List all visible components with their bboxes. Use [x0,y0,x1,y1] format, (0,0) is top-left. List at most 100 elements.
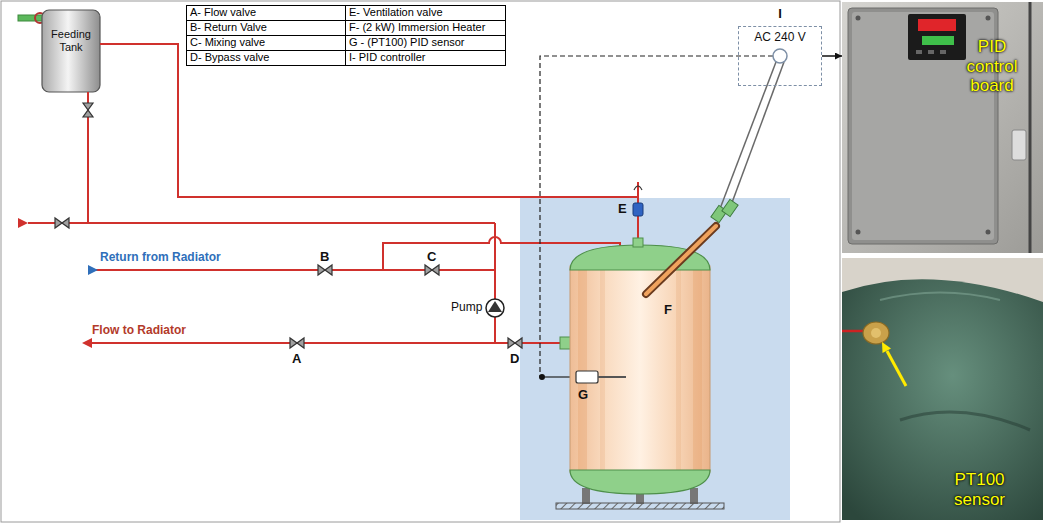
callout-letter: D [510,351,519,367]
legend-table-grid [187,50,506,51]
sensor-photo-art [863,322,889,344]
feeding-tank-drawing [18,10,100,92]
sensor-photo-art [842,279,1043,520]
table-cell: G - (PT100) PID sensor [349,36,465,50]
legend-table-grid [187,20,506,21]
panel-frame [1,1,840,522]
pt100-sensor-symbol [576,371,598,383]
vent-valve [633,203,643,216]
sensor-photo-art [887,351,906,386]
pid-board-photo-art [842,2,1043,253]
pid-board-photo-art [856,16,861,21]
pid-controller-box: IAC 240 V [738,26,822,86]
hot-water-cylinder [578,266,587,472]
callout-letter: I [739,7,821,22]
cylinder-zone [520,198,790,520]
hot-water-cylinder [676,266,681,472]
photo-caption: PT100 sensor [937,470,1022,509]
pid-board-photo-art [916,50,922,54]
vent-valve [634,186,642,190]
feeding-tank-drawing [18,15,44,21]
pid-board-photo-art [986,230,991,235]
sensor-photo-art [882,342,891,353]
photo-caption: PID control board [952,37,1032,96]
pid-board-photo-art [940,50,946,54]
pid-board-photo-art [986,16,991,21]
hot-water-cylinder [556,238,724,509]
legend-table-grid [187,6,506,66]
table-cell: D- Bypass valve [190,51,269,65]
sensor-photo: PT100 sensor [842,258,1043,520]
feeding-tank-drawing [42,10,100,92]
supply-voltage: AC 240 V [739,31,821,45]
pump-symbol [486,299,504,317]
hot-water-cylinder [570,470,710,494]
table-cell: B- Return Valve [190,21,267,35]
pipe-label: Return from Radiator [100,250,221,265]
callout-letter: E [618,201,627,217]
callout-letter: B [320,249,329,265]
water-pipe [494,223,496,343]
valve-symbol [508,338,522,348]
pid-board-photo-art [848,8,998,244]
control-wiring [718,62,776,214]
immersion-heater [646,226,716,294]
flow-arrowhead [82,338,92,348]
sensor-photo-art [842,330,866,333]
immersion-heater [646,199,738,294]
hot-water-cylinder [600,266,605,472]
water-pipe [100,44,638,197]
pipe-label: Flow to Radiator [92,323,186,338]
pid-board-photo-art [918,19,956,31]
hot-water-cylinder [690,488,698,504]
pid-board-photo-art [1012,130,1026,160]
connector-arrow [822,55,842,57]
table-cell: I- PID controller [349,51,425,65]
water-pipe [28,44,638,343]
pt100-sensor-symbol [598,376,626,378]
pump-symbol [488,301,502,312]
water-pipe [88,342,562,344]
valve-symbol [290,338,304,348]
pump-symbol [486,299,504,317]
pid-board-photo-art [1029,2,1032,253]
table-cell: E- Ventilation valve [349,6,443,20]
pid-board-photo-art [908,14,966,60]
component-name: Pump [451,300,482,315]
control-wiring [539,374,545,380]
sensor-photo-art [842,258,1043,520]
callout-letter: F [664,302,672,318]
vent-valve [633,186,643,216]
callout-letter: C [427,249,436,265]
pid-board-photo: PID control board [842,2,1043,253]
hot-water-cylinder [556,503,724,509]
callout-letter: G [578,387,588,403]
hot-water-cylinder [693,266,702,472]
hot-water-cylinder [582,488,590,504]
table-cell: A- Flow valve [190,6,256,20]
valve-symbol [55,218,69,228]
hot-water-cylinder [570,266,710,472]
legend-table-grid [187,6,506,66]
sensor-photo-art [900,412,1030,430]
pid-board-photo-art [922,36,954,45]
pid-board-photo-art [842,2,1043,253]
pid-board-photo-art [928,50,934,54]
sensor-photo-art [880,293,1000,301]
tank-name: Feeding Tank [44,28,98,53]
table-cell: F- (2 kW) Immersion Heater [349,21,485,35]
sensor-photo-art [871,328,881,338]
immersion-heater [646,226,716,294]
feeding-tank: Feeding Tank [44,24,100,70]
valve-symbol [318,265,332,275]
legend-table-grid [187,35,506,36]
valve-symbol [425,265,439,275]
pid-board-photo-art [856,230,861,235]
pt100-sensor-symbol [576,371,626,383]
flow-arrowhead [18,218,28,228]
return-arrowhead [88,265,98,275]
callout-letter: A [292,351,301,367]
valve-symbol [83,103,93,117]
control-wiring [773,49,787,63]
